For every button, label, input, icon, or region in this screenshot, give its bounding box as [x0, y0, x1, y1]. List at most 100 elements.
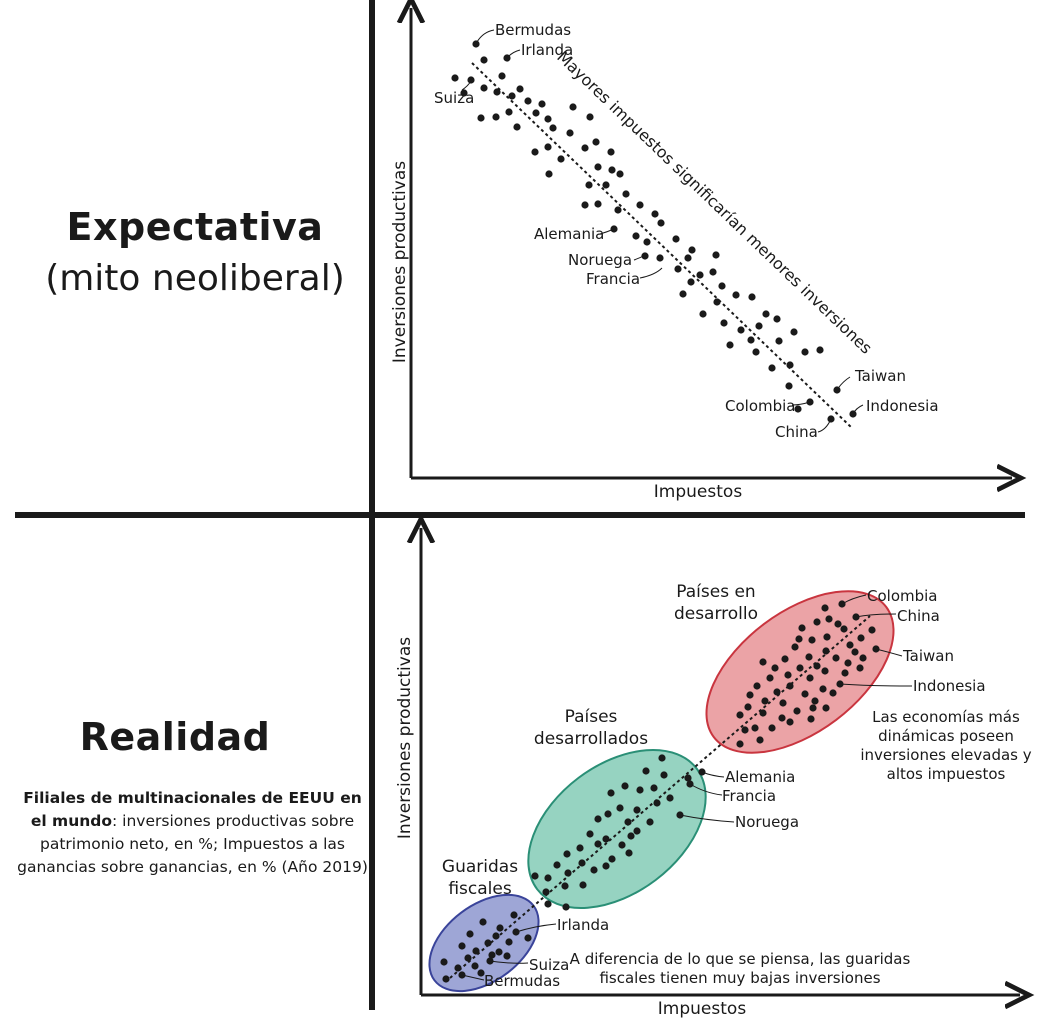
top-scatter-points	[451, 40, 857, 423]
bottom-scatter-point	[542, 888, 550, 896]
top-scatter-point	[747, 336, 755, 344]
top-scatter-point	[768, 364, 776, 372]
bottom-scatter-point	[646, 818, 654, 826]
bottom-scatter-point	[642, 767, 650, 775]
top-scatter-point	[532, 109, 540, 117]
top-x-axis-label: Impuestos	[654, 482, 743, 502]
top-scatter-point	[566, 129, 574, 137]
bottom-scatter-point	[868, 626, 876, 634]
top-scatter-point	[492, 113, 500, 121]
bottom-scatter-point	[602, 862, 610, 870]
top-scatter-point	[775, 337, 783, 345]
bottom-scatter-point	[761, 697, 769, 705]
bottom-scatter-point	[479, 918, 487, 926]
bottom-scatter-point	[505, 938, 513, 946]
bottom-scatter-point	[650, 784, 658, 792]
bottom-scatter-point	[616, 804, 624, 812]
havens-note-line2: fiscales tienen muy bajas inversiones	[599, 969, 880, 987]
top-scatter-point	[480, 84, 488, 92]
bottom-scatter-point	[464, 954, 472, 962]
developed-group-label-line2: desarrollados	[534, 729, 648, 749]
bottom-scatter-point	[751, 724, 759, 732]
top-scatter-point	[720, 319, 728, 327]
bottom-scatter-point	[829, 689, 837, 697]
bottom-scatter-point	[822, 647, 830, 655]
top-scatter-point	[460, 89, 468, 97]
bottom-scatter-point	[658, 754, 666, 762]
bottom-scatter-point	[768, 724, 776, 732]
bottom-scatter-point	[779, 699, 787, 707]
top-scatter-point	[544, 143, 552, 151]
top-scatter-point	[636, 201, 644, 209]
reality-title: Realidad	[79, 715, 271, 759]
top-scatter-point	[687, 278, 695, 286]
top-scatter-point	[632, 232, 640, 240]
bottom-scatter-point	[778, 714, 786, 722]
bottom-label-irlanda: Irlanda	[557, 916, 609, 934]
bottom-scatter-point	[660, 771, 668, 779]
bottom-scatter-point	[781, 655, 789, 663]
bottom-scatter-point	[741, 726, 749, 734]
top-scatter-point	[616, 170, 624, 178]
top-scatter-point	[712, 251, 720, 259]
top-label-francia: Francia	[586, 270, 640, 288]
bottom-scatter-point	[766, 674, 774, 682]
bottom-scatter-point	[822, 704, 830, 712]
bottom-scatter-point	[786, 682, 794, 690]
bottom-scatter-point	[786, 718, 794, 726]
bottom-scatter-point	[736, 711, 744, 719]
top-scatter-point	[549, 124, 557, 132]
bottom-scatter-point	[495, 948, 503, 956]
bottom-scatter-point	[806, 674, 814, 682]
top-scatter-point	[732, 291, 740, 299]
top-scatter-point	[755, 322, 763, 330]
bottom-scatter-point	[561, 882, 569, 890]
bottom-scatter-point	[454, 964, 462, 972]
bottom-scatter-point	[798, 624, 806, 632]
expectation-subtitle: (mito neoliberal)	[45, 258, 345, 299]
top-scatter-point	[594, 200, 602, 208]
top-scatter-point	[608, 166, 616, 174]
bottom-scatter-point	[841, 669, 849, 677]
bottom-x-axis-label: Impuestos	[658, 999, 747, 1019]
bottom-scatter-point	[784, 671, 792, 679]
havens-note-line1: A diferencia de lo que se piensa, las gu…	[570, 950, 911, 968]
top-scatter-point	[531, 148, 539, 156]
bottom-scatter-point	[627, 832, 635, 840]
bottom-scatter-point	[857, 634, 865, 642]
top-label-irlanda: Irlanda	[521, 41, 573, 59]
bottom-scatter-point	[579, 881, 587, 889]
dynamic-economies-note-line2: dinámicas poseen	[878, 727, 1014, 745]
bottom-scatter-points	[440, 600, 880, 983]
bottom-label-indonesia: Indonesia	[913, 677, 986, 695]
bottom-scatter-point	[625, 849, 633, 857]
bottom-scatter-point	[471, 962, 479, 970]
vertical-divider	[369, 0, 375, 1010]
top-scatter-point	[643, 238, 651, 246]
top-scatter-point	[785, 382, 793, 390]
bottom-scatter-point	[821, 604, 829, 612]
bottom-scatter-point	[563, 850, 571, 858]
top-scatter-point	[472, 40, 480, 48]
bottom-scatter-point	[813, 618, 821, 626]
top-scatter-point	[688, 246, 696, 254]
bottom-scatter-point	[562, 903, 570, 911]
bottom-scatter-point	[602, 835, 610, 843]
source-note-text: : inversiones productivas sobre patrimon…	[17, 812, 368, 876]
bottom-scatter-point	[813, 662, 821, 670]
top-scatter-point	[477, 114, 485, 122]
expectation-diagram: Impuestos Inversiones productivas Mayore…	[390, 0, 1037, 502]
bottom-scatter-point	[773, 688, 781, 696]
developed-countries-ellipse	[527, 749, 707, 909]
top-scatter-point	[726, 341, 734, 349]
bottom-label-taiwan: Taiwan	[902, 647, 954, 665]
bottom-scatter-point	[442, 975, 450, 983]
bottom-scatter-point	[586, 830, 594, 838]
bottom-scatter-point	[801, 690, 809, 698]
bottom-label-suiza: Suiza	[529, 956, 569, 974]
top-trend-line	[471, 62, 853, 429]
top-scatter-point	[557, 155, 565, 163]
bottom-scatter-point	[594, 840, 602, 848]
bottom-scatter-point	[492, 932, 500, 940]
bottom-scatter-point	[607, 789, 615, 797]
